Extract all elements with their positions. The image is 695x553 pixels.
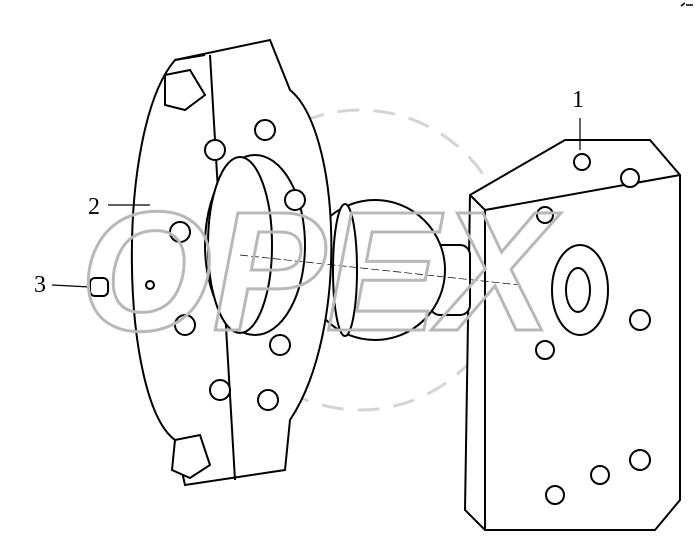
ball-joint [304,199,471,341]
axis-centerline [239,254,521,286]
leader-lines [51,118,581,288]
callout-1: 1 [572,87,584,113]
corner-mark [680,2,693,7]
callout-2: 2 [88,194,100,220]
grease-fitting [89,277,109,297]
flange-housing [130,38,333,487]
mounting-plate [463,139,681,531]
callout-3: 3 [34,272,46,298]
